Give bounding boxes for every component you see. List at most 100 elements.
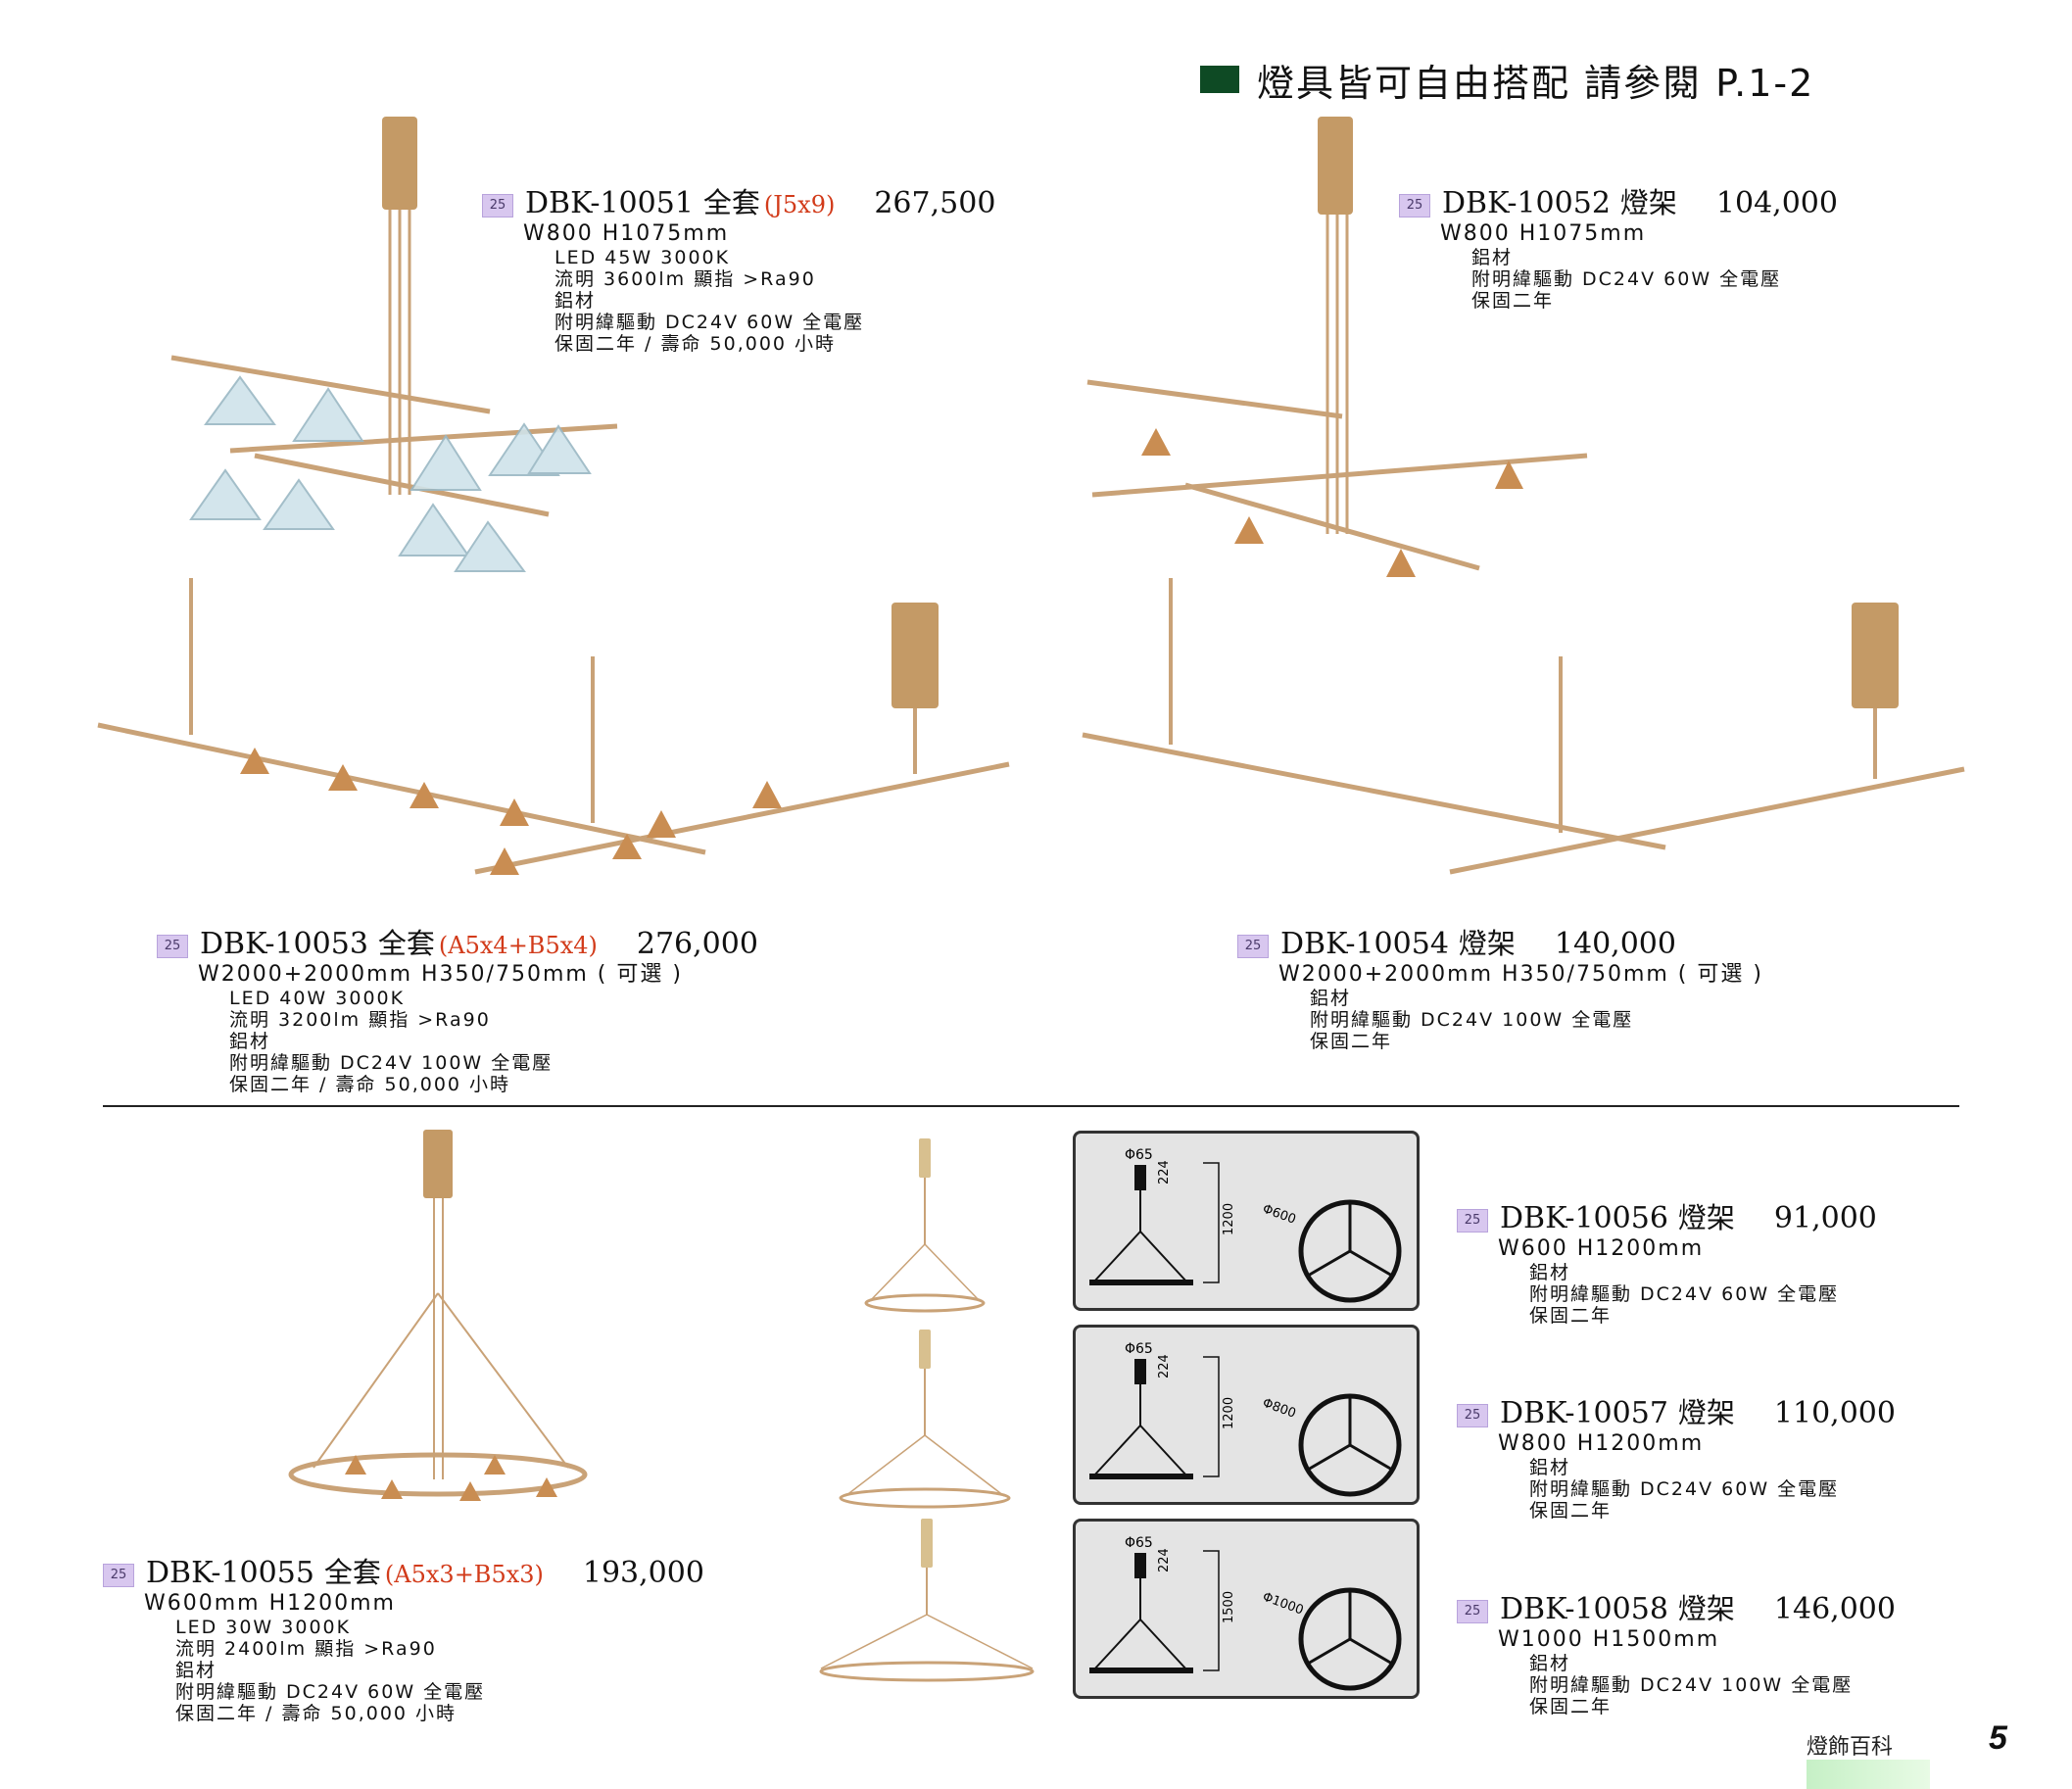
svg-text:1500: 1500 xyxy=(1222,1591,1236,1623)
spec-line: 流明 3600lm 顯指 >Ra90 xyxy=(554,268,816,290)
dbk-10053-lamp-image xyxy=(97,578,1010,875)
page-badge: 25 xyxy=(1237,935,1269,958)
product-kind: 全套 xyxy=(377,927,435,960)
product-dbk-10052: 25 DBK-10052 燈架 104,000 W800 H1075mm 鋁材 … xyxy=(1399,180,1838,312)
model-number: DBK-10052 xyxy=(1442,186,1611,220)
spec-line: 鋁材 xyxy=(1471,247,1514,268)
spec-line: 保固二年 xyxy=(1529,1696,1613,1717)
svg-text:1200: 1200 xyxy=(1222,1397,1236,1429)
model-number: DBK-10057 xyxy=(1500,1396,1668,1430)
spec-line: 附明緯驅動 DC24V 100W 全電壓 xyxy=(229,1052,554,1074)
spec-line: 鋁材 xyxy=(175,1660,217,1681)
svg-text:224: 224 xyxy=(1157,1354,1172,1378)
model-number: DBK-10056 xyxy=(1500,1201,1668,1235)
svg-text:Φ800: Φ800 xyxy=(1261,1396,1298,1422)
spec-line: 鋁材 xyxy=(554,290,597,312)
dimensions: W2000+2000mm H350/750mm ( 可選 ) xyxy=(1278,962,1763,987)
dimension-diagram-10058: Φ65 224 1500 Φ1000 xyxy=(1073,1519,1420,1699)
dbk-10056-frame-image xyxy=(864,1138,986,1313)
spec-line: 附明緯驅動 DC24V 100W 全電壓 xyxy=(1529,1674,1854,1696)
spec-line: 流明 2400lm 顯指 >Ra90 xyxy=(175,1638,437,1660)
diagram-canopy-label: Φ65 xyxy=(1125,1147,1153,1163)
product-dbk-10054: 25 DBK-10054 燈架 140,000 W2000+2000mm H35… xyxy=(1237,921,1763,1052)
svg-text:Φ65: Φ65 xyxy=(1125,1535,1153,1551)
product-kind: 燈架 xyxy=(1458,927,1516,960)
spec-line: 保固二年 / 壽命 50,000 小時 xyxy=(229,1074,511,1095)
dbk-10057-frame-image xyxy=(839,1330,1011,1509)
spec-line: 保固二年 xyxy=(1529,1305,1613,1327)
model-number: DBK-10051 xyxy=(525,186,694,220)
svg-text:224: 224 xyxy=(1157,1160,1172,1185)
svg-text:1200: 1200 xyxy=(1222,1203,1236,1235)
dimensions: W800 H1200mm xyxy=(1498,1431,1705,1456)
svg-text:Φ65: Φ65 xyxy=(1125,1341,1153,1357)
dimensions: W1000 H1500mm xyxy=(1498,1627,1720,1652)
product-kind: 燈架 xyxy=(1677,1396,1735,1429)
page-number: 5 xyxy=(1989,1719,2007,1757)
product-dbk-10053: 25 DBK-10053 全套 (A5x4+B5x4) 276,000 W200… xyxy=(157,921,758,1095)
spec-line: LED 40W 3000K xyxy=(229,988,406,1009)
dimensions: W600 H1200mm xyxy=(1498,1236,1705,1261)
page-badge: 25 xyxy=(1457,1209,1488,1233)
spec-line: 附明緯驅動 DC24V 100W 全電壓 xyxy=(1310,1009,1634,1031)
page-header: 燈具皆可自由搭配 請參閱 P.1-2 xyxy=(1200,57,1814,105)
model-number: DBK-10055 xyxy=(146,1556,314,1590)
dimensions: W800 H1075mm xyxy=(523,221,730,246)
product-dbk-10056: 25 DBK-10056 燈架 91,000 W600 H1200mm 鋁材 附… xyxy=(1457,1195,1877,1327)
dimensions: W800 H1075mm xyxy=(1440,221,1647,246)
spec-line: 附明緯驅動 DC24V 60W 全電壓 xyxy=(1471,268,1782,290)
price: 193,000 xyxy=(582,1556,704,1590)
spec-line: 流明 3200lm 顯指 >Ra90 xyxy=(229,1009,491,1031)
model-number: DBK-10058 xyxy=(1500,1592,1668,1626)
product-kind: 燈架 xyxy=(1619,186,1677,219)
dimension-diagram-10056: Φ65 224 1200 Φ600 xyxy=(1073,1131,1420,1311)
spec-line: 保固二年 / 壽命 50,000 小時 xyxy=(554,333,837,355)
combo-code: (J5x9) xyxy=(763,191,836,218)
price: 91,000 xyxy=(1773,1201,1877,1235)
footer-label: 燈飾百科 xyxy=(1807,1735,1894,1760)
svg-text:Φ600: Φ600 xyxy=(1261,1202,1298,1228)
page-badge: 25 xyxy=(1457,1404,1488,1427)
footer-color-tab xyxy=(1807,1760,1930,1789)
spec-line: 鋁材 xyxy=(1529,1653,1571,1674)
product-kind: 全套 xyxy=(323,1556,381,1589)
combo-code: (A5x3+B5x3) xyxy=(384,1561,544,1588)
product-kind: 全套 xyxy=(702,186,760,219)
page-badge: 25 xyxy=(482,194,513,218)
spec-line: 保固二年 xyxy=(1310,1031,1393,1052)
model-number: DBK-10053 xyxy=(200,927,368,961)
svg-text:224: 224 xyxy=(1157,1548,1172,1572)
dbk-10054-lamp-image xyxy=(1082,578,1965,875)
spec-line: 保固二年 xyxy=(1529,1500,1613,1522)
spec-line: 附明緯驅動 DC24V 60W 全電壓 xyxy=(1529,1283,1840,1305)
price: 276,000 xyxy=(636,927,758,961)
product-dbk-10057: 25 DBK-10057 燈架 110,000 W800 H1200mm 鋁材 … xyxy=(1457,1390,1896,1522)
dbk-10058-frame-image xyxy=(819,1519,1035,1682)
price: 267,500 xyxy=(874,186,996,220)
spec-line: 附明緯驅動 DC24V 60W 全電壓 xyxy=(175,1681,486,1703)
spec-line: 鋁材 xyxy=(1529,1262,1571,1283)
spec-line: LED 30W 3000K xyxy=(175,1617,352,1638)
spec-line: 保固二年 / 壽命 50,000 小時 xyxy=(175,1703,458,1724)
spec-line: 附明緯驅動 DC24V 60W 全電壓 xyxy=(1529,1478,1840,1500)
price: 104,000 xyxy=(1715,186,1838,220)
dbk-10051-lamp-image xyxy=(170,117,618,572)
spec-line: LED 45W 3000K xyxy=(554,247,731,268)
product-dbk-10058: 25 DBK-10058 燈架 146,000 W1000 H1500mm 鋁材… xyxy=(1457,1586,1896,1717)
svg-text:Φ1000: Φ1000 xyxy=(1261,1590,1306,1619)
model-number: DBK-10054 xyxy=(1280,927,1449,961)
dbk-10052-lamp-image xyxy=(1086,117,1588,577)
spec-line: 鋁材 xyxy=(229,1031,271,1052)
page-badge: 25 xyxy=(1457,1600,1488,1623)
header-square-icon xyxy=(1200,66,1239,93)
combo-code: (A5x4+B5x4) xyxy=(438,932,598,959)
dimensions: W2000+2000mm H350/750mm ( 可選 ) xyxy=(198,962,683,987)
price: 110,000 xyxy=(1773,1396,1896,1430)
section-divider xyxy=(103,1105,1959,1107)
dbk-10055-lamp-image xyxy=(288,1130,588,1501)
price: 140,000 xyxy=(1554,927,1676,961)
page-badge: 25 xyxy=(103,1564,134,1587)
spec-line: 保固二年 xyxy=(1471,290,1555,312)
page-badge: 25 xyxy=(157,935,188,958)
product-dbk-10055: 25 DBK-10055 全套 (A5x3+B5x3) 193,000 W600… xyxy=(103,1550,704,1724)
